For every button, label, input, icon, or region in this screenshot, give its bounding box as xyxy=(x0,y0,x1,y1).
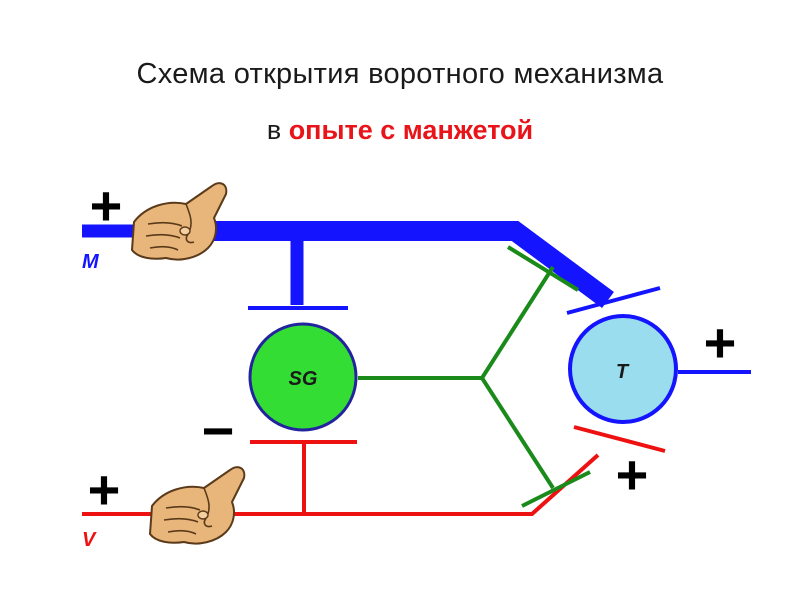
plus-sign-t-red: + xyxy=(616,443,649,506)
green-synapse-top xyxy=(506,245,580,292)
green-synapse-bottom xyxy=(521,470,591,508)
plus-sign-t-output: + xyxy=(704,311,737,374)
pointing-hand-icon xyxy=(149,466,246,545)
subtitle-prefix: в xyxy=(266,115,282,145)
v-label: V xyxy=(82,529,97,551)
t-label: T xyxy=(616,361,630,383)
sg-node xyxy=(248,322,358,432)
m-line-synapse xyxy=(566,286,661,315)
plus-sign-m: + xyxy=(90,174,123,237)
plus-sign-v: + xyxy=(88,458,121,521)
t-node xyxy=(568,314,678,424)
pointing-hand-icon xyxy=(131,182,228,261)
green-line-down xyxy=(480,376,555,490)
m-line-main xyxy=(186,221,614,309)
m-label: M xyxy=(82,251,100,273)
page-title: Схема открытия воротного механизма xyxy=(136,58,664,90)
green-connections xyxy=(358,245,591,508)
subtitle-highlight: опыте с манжетой xyxy=(288,115,534,145)
minus-sign-sg: − xyxy=(202,399,235,462)
v-line-synapse xyxy=(573,425,666,453)
page-subtitle: в опыте с манжетой xyxy=(0,115,800,146)
sg-label: SG xyxy=(289,368,318,390)
green-line-up xyxy=(480,265,555,380)
